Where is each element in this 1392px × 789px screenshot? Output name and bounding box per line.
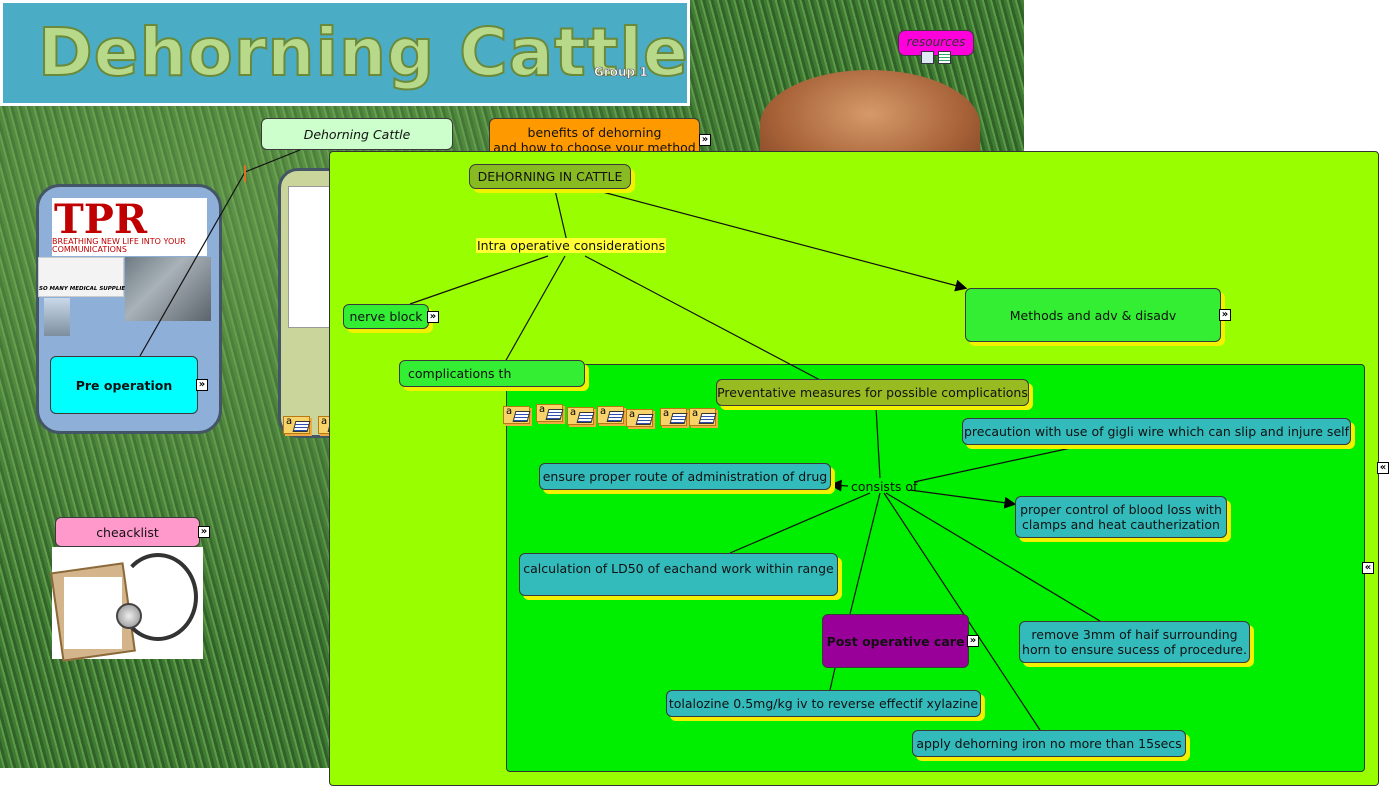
expand-arrow-icon[interactable]: »	[427, 311, 439, 323]
resources-label: resources	[906, 35, 966, 49]
nerve-block-node[interactable]: nerve block	[343, 304, 429, 329]
methods-label: Methods and adv & disadv	[1009, 307, 1177, 323]
gigli-wire-label: precaution with use of gigli wire which …	[963, 424, 1350, 439]
ld50-label: calculation of LD50 of eachand work with…	[523, 561, 834, 576]
gigli-wire-node[interactable]: precaution with use of gigli wire which …	[962, 418, 1351, 445]
preventative-measures-label: Preventative measures for possible compl…	[717, 385, 1028, 400]
note-icon[interactable]	[567, 407, 594, 425]
syringes-image	[125, 257, 211, 321]
expand-arrow-icon[interactable]: »	[699, 134, 711, 146]
note-icon[interactable]	[503, 406, 530, 424]
complications-label: complications th	[408, 366, 512, 381]
collapse-arrow-icon[interactable]: «	[1362, 562, 1374, 574]
collapse-arrow-icon[interactable]: «	[1377, 462, 1389, 474]
checklist-node[interactable]: cheacklist	[55, 517, 200, 547]
post-operative-care-label: Post operative care	[826, 633, 965, 649]
pre-operation-node[interactable]: Pre operation	[50, 356, 198, 414]
pre-operation-label: Pre operation	[75, 377, 173, 393]
note-icon[interactable]	[597, 406, 624, 424]
consists-of-label: consists of	[851, 479, 918, 494]
clipboard-stethoscope-image	[50, 547, 203, 662]
expand-arrow-icon[interactable]: »	[196, 379, 208, 391]
tpr-logo-text: TPR	[54, 196, 148, 243]
nerve-block-label: nerve block	[349, 309, 423, 324]
root-node-label: Dehorning Cattle	[303, 126, 411, 142]
dehorning-iron-label: apply dehorning iron no more than 15secs	[916, 736, 1182, 751]
medical-supplies-caption: SO MANY MEDICAL SUPPLIES	[39, 286, 130, 292]
expand-arrow-icon[interactable]: »	[1219, 309, 1231, 321]
title-banner	[0, 0, 690, 106]
drug-route-label: ensure proper route of administration of…	[542, 469, 828, 484]
hair-removal-node[interactable]: remove 3mm of haif surrounding horn to e…	[1019, 621, 1250, 663]
post-operative-care-node[interactable]: Post operative care	[822, 614, 969, 668]
intra-operative-label: Intra operative considerations	[476, 238, 667, 253]
image-icon[interactable]	[921, 51, 934, 64]
note-icon[interactable]	[536, 404, 563, 422]
expand-arrow-icon[interactable]: »	[967, 635, 979, 647]
checklist-label: cheacklist	[96, 524, 159, 540]
page-subtitle: Group 1	[594, 65, 648, 80]
root-node[interactable]: Dehorning Cattle	[261, 118, 453, 150]
tolazoline-label: tolalozine 0.5mg/kg iv to reverse effect…	[668, 696, 979, 711]
complications-node[interactable]: complications th	[399, 360, 585, 387]
note-icon[interactable]	[660, 408, 687, 426]
mask-image	[44, 298, 70, 336]
tpr-logo-tagline: BREATHING NEW LIFE INTO YOUR COMMUNICATI…	[52, 237, 186, 254]
document-icon[interactable]	[938, 51, 951, 64]
tpr-logo-image: TPR BREATHING NEW LIFE INTO YOUR COMMUNI…	[52, 196, 207, 256]
hair-removal-label: remove 3mm of haif surrounding horn to e…	[1022, 627, 1247, 657]
drug-route-node[interactable]: ensure proper route of administration of…	[539, 463, 831, 490]
dehorning-in-cattle-node[interactable]: DEHORNING IN CATTLE	[469, 164, 631, 189]
note-icon[interactable]	[283, 416, 310, 434]
preventative-measures-node[interactable]: Preventative measures for possible compl…	[716, 379, 1029, 406]
note-icon[interactable]	[626, 409, 653, 427]
methods-node[interactable]: Methods and adv & disadv	[965, 288, 1221, 342]
resources-node[interactable]: resources	[898, 30, 974, 56]
expand-arrow-icon[interactable]: »	[198, 526, 210, 538]
dehorning-iron-node[interactable]: apply dehorning iron no more than 15secs	[912, 730, 1186, 757]
tolazoline-node[interactable]: tolalozine 0.5mg/kg iv to reverse effect…	[666, 690, 981, 717]
note-icon[interactable]	[689, 408, 716, 426]
blood-loss-node[interactable]: proper control of blood loss with clamps…	[1015, 496, 1227, 538]
page-title: Dehorning Cattle	[37, 13, 689, 92]
dehorning-in-cattle-label: DEHORNING IN CATTLE	[477, 169, 623, 184]
benefits-node-label: benefits of dehorning and how to choose …	[493, 124, 696, 155]
blood-loss-label: proper control of blood loss with clamps…	[1020, 502, 1222, 532]
medical-supplies-image: SO MANY MEDICAL SUPPLIES	[38, 257, 130, 297]
ld50-node[interactable]: calculation of LD50 of eachand work with…	[519, 553, 838, 596]
